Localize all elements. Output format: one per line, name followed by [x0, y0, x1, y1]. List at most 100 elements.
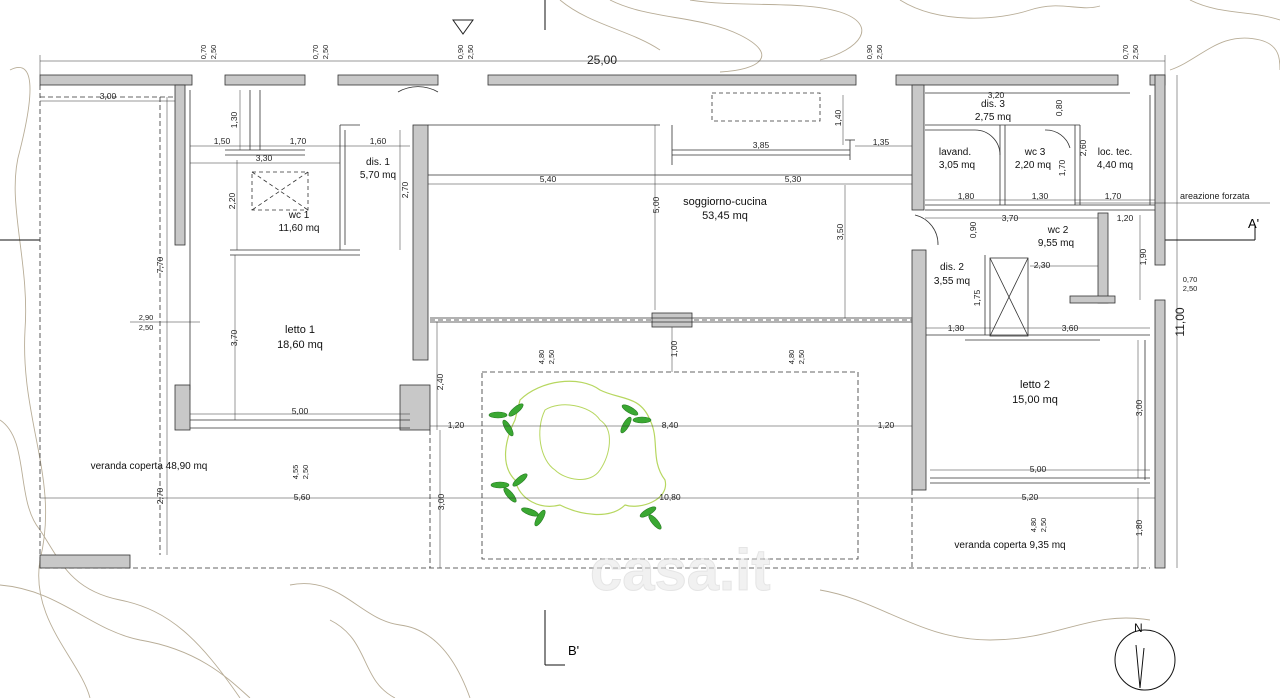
svg-text:5,20: 5,20	[1022, 492, 1039, 502]
watermark: casa.it	[590, 538, 772, 604]
room-wc2-area: 9,55 mq	[1038, 238, 1074, 249]
svg-text:2,50: 2,50	[139, 323, 154, 332]
svg-text:3,70: 3,70	[229, 329, 239, 346]
svg-text:5,00: 5,00	[1030, 464, 1047, 474]
svg-text:0,90: 0,90	[456, 45, 465, 60]
svg-text:0,70: 0,70	[199, 45, 208, 60]
veranda-outline	[39, 85, 1150, 569]
svg-text:2,50: 2,50	[1131, 45, 1140, 60]
section-a-label: A'	[1248, 216, 1259, 231]
svg-text:2,50: 2,50	[209, 45, 218, 60]
svg-text:1,75: 1,75	[972, 289, 982, 306]
svg-text:2,20: 2,20	[227, 192, 237, 209]
svg-text:3,50: 3,50	[835, 223, 845, 240]
door-swings	[397, 86, 1071, 246]
svg-text:2,70: 2,70	[400, 181, 410, 198]
svg-text:0,80: 0,80	[1054, 99, 1064, 116]
room-veranda-east: veranda coperta 9,35 mq	[954, 540, 1065, 551]
tree-symbol	[488, 380, 667, 530]
room-wc1-area: 11,60 mq	[279, 223, 320, 234]
room-wc1-name: wc 1	[288, 210, 310, 221]
svg-text:2,30: 2,30	[1034, 260, 1051, 270]
room-wc3-area: 2,20 mq	[1015, 160, 1051, 171]
svg-text:3,00: 3,00	[100, 91, 117, 101]
svg-text:5,40: 5,40	[540, 174, 557, 184]
room-dis1-name: dis. 1	[366, 157, 390, 168]
svg-text:4,80: 4,80	[787, 350, 796, 365]
svg-text:3,00: 3,00	[436, 493, 446, 510]
svg-text:1,30: 1,30	[229, 111, 239, 128]
room-loctec-area: 4,40 mq	[1097, 160, 1133, 171]
room-wc3-name: wc 3	[1024, 147, 1046, 158]
room-dis3-area: 2,75 mq	[975, 112, 1011, 123]
svg-text:1,60: 1,60	[370, 136, 387, 146]
room-dis3-name: dis. 3	[981, 99, 1005, 110]
svg-text:1,30: 1,30	[948, 323, 965, 333]
room-letto1-area: 18,60 mq	[277, 339, 323, 351]
room-letto2-area: 15,00 mq	[1012, 394, 1058, 406]
dimension-overall-width: 25,00	[39, 53, 1166, 75]
svg-text:1,00: 1,00	[669, 340, 679, 357]
room-labels: soggiorno-cucina 53,45 mq letto 1 18,60 …	[91, 99, 1133, 551]
svg-text:5,30: 5,30	[785, 174, 802, 184]
svg-text:3,00: 3,00	[1134, 399, 1144, 416]
svg-text:5,60: 5,60	[294, 492, 311, 502]
room-lavand-area: 3,05 mq	[939, 160, 975, 171]
svg-text:0,70: 0,70	[1183, 275, 1198, 284]
svg-text:1,20: 1,20	[448, 420, 465, 430]
svg-text:2,50: 2,50	[1183, 284, 1198, 293]
svg-text:1,20: 1,20	[1117, 213, 1134, 223]
svg-text:casa.it: casa.it	[590, 538, 771, 603]
svg-text:1,70: 1,70	[290, 136, 307, 146]
svg-text:3,60: 3,60	[1062, 323, 1079, 333]
svg-text:2,60: 2,60	[1078, 139, 1088, 156]
svg-text:1,70: 1,70	[1105, 191, 1122, 201]
svg-text:2,90: 2,90	[139, 313, 154, 322]
svg-text:1,50: 1,50	[214, 136, 231, 146]
section-b-label: B'	[568, 643, 579, 658]
interior-dimensions: 3,00 1,30 1,50 1,70 1,60 3,30 2,20 2,70 …	[40, 90, 1270, 568]
svg-text:0,90: 0,90	[968, 221, 978, 238]
svg-text:2,50: 2,50	[301, 465, 310, 480]
room-dis1-area: 5,70 mq	[360, 170, 396, 181]
room-soggiorno-name: soggiorno-cucina	[683, 196, 768, 208]
svg-text:1,40: 1,40	[833, 109, 843, 126]
room-wc2-name: wc 2	[1047, 225, 1069, 236]
svg-text:0,70: 0,70	[1121, 45, 1130, 60]
svg-text:N: N	[1134, 621, 1143, 635]
section-lines: A' B'	[0, 0, 1259, 666]
svg-text:11,00: 11,00	[1173, 307, 1187, 336]
room-letto1-name: letto 1	[285, 324, 315, 336]
svg-text:1,30: 1,30	[1032, 191, 1049, 201]
svg-text:25,00: 25,00	[587, 53, 617, 67]
room-veranda-west: veranda coperta 48,90 mq	[91, 461, 208, 472]
svg-text:4,80: 4,80	[537, 350, 546, 365]
svg-text:1,35: 1,35	[873, 137, 890, 147]
svg-text:8,40: 8,40	[662, 420, 679, 430]
room-lavand-name: lavand.	[939, 147, 971, 158]
svg-text:2,70: 2,70	[155, 487, 165, 504]
room-letto2-name: letto 2	[1020, 379, 1050, 391]
svg-text:5,00: 5,00	[651, 196, 661, 213]
svg-text:3,70: 3,70	[1002, 213, 1019, 223]
svg-text:3,85: 3,85	[753, 140, 770, 150]
areazione-label: areazione forzata	[1180, 191, 1250, 201]
svg-text:0,90: 0,90	[865, 45, 874, 60]
svg-text:10,80: 10,80	[659, 492, 681, 502]
room-loctec-name: loc. tec.	[1098, 147, 1132, 158]
svg-text:3,30: 3,30	[256, 153, 273, 163]
svg-text:5,00: 5,00	[292, 406, 309, 416]
svg-text:2,40: 2,40	[435, 373, 445, 390]
svg-text:4,55: 4,55	[291, 465, 300, 480]
north-arrow-icon: N	[1114, 621, 1176, 691]
svg-text:1,20: 1,20	[878, 420, 895, 430]
svg-text:2,50: 2,50	[797, 350, 806, 365]
svg-text:1,80: 1,80	[1134, 519, 1144, 536]
exterior-walls	[39, 74, 1166, 569]
svg-text:1,70: 1,70	[1057, 159, 1067, 176]
svg-text:2,50: 2,50	[321, 45, 330, 60]
window-marks-top: 0,70 2,50 0,70 2,50 0,90 2,50 0,90 2,50 …	[199, 19, 1140, 60]
svg-text:2,50: 2,50	[547, 350, 556, 365]
